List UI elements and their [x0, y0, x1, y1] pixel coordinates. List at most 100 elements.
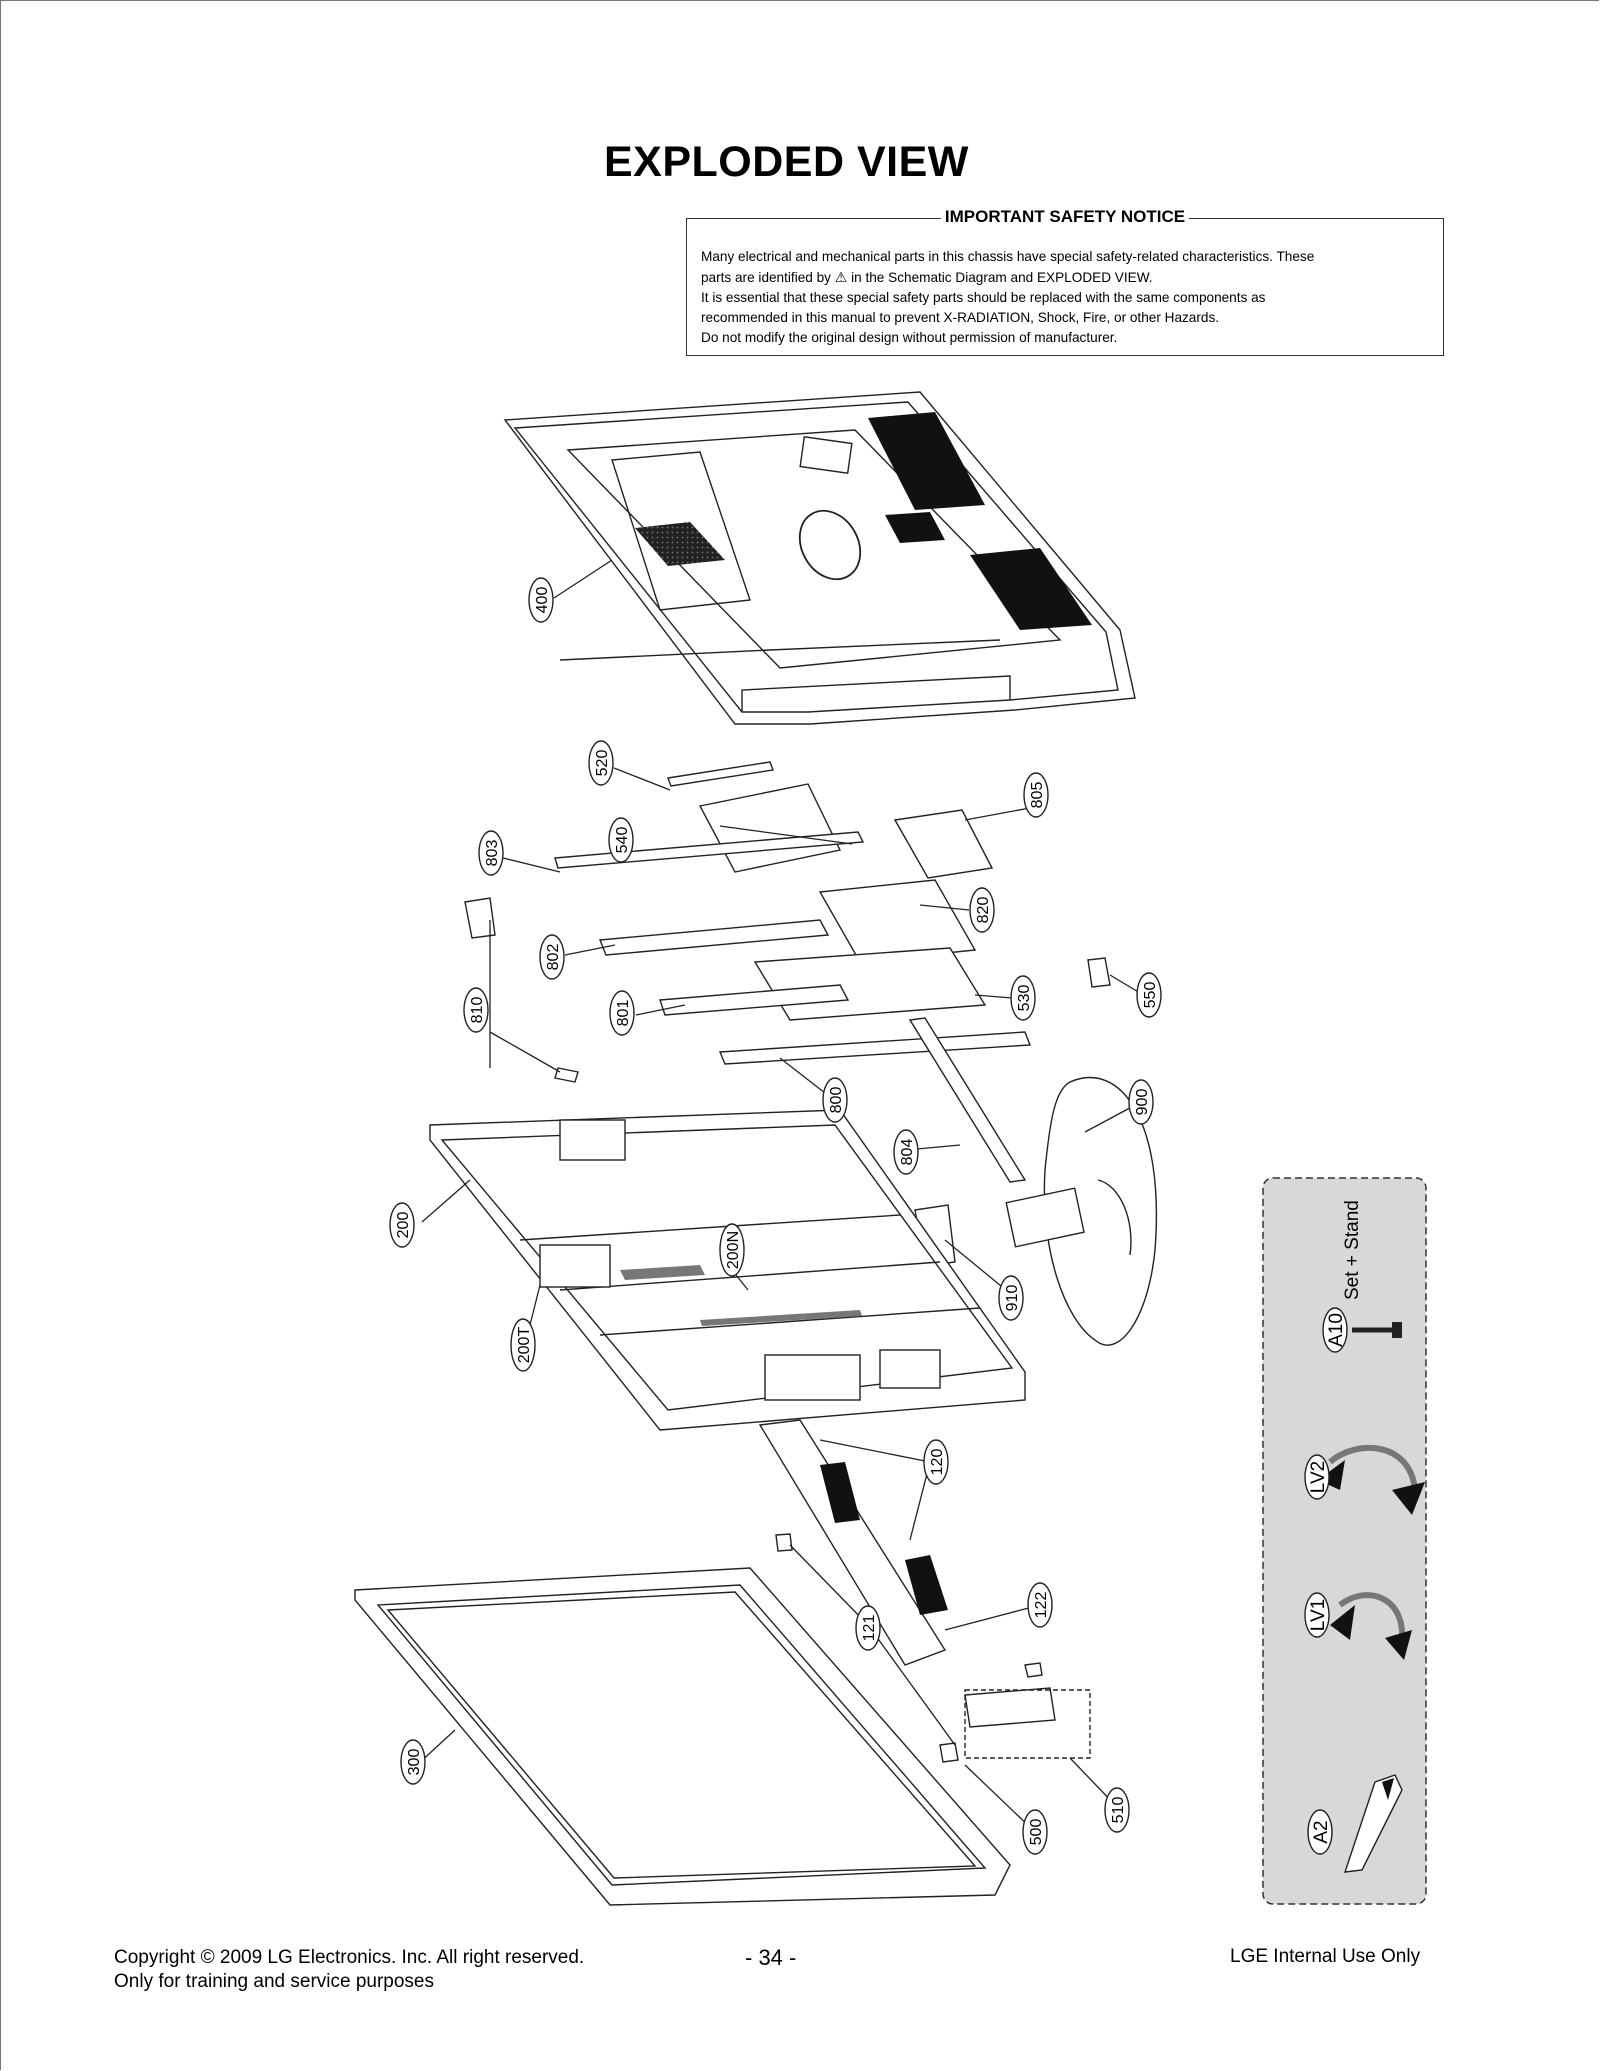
control-board-510-part	[964, 1687, 1056, 1728]
callout-200N: 200N	[719, 1223, 745, 1277]
page-number: - 34 -	[745, 1945, 797, 1970]
callout-520-label: 520	[594, 750, 611, 777]
callout-200-label: 200	[395, 1212, 412, 1239]
callout-200T: 200T	[510, 1318, 536, 1372]
connector-550-part	[1087, 957, 1111, 988]
shield-820-part	[818, 879, 977, 963]
callout-120: 120	[923, 1439, 949, 1485]
safety-notice-heading: IMPORTANT SAFETY NOTICE	[940, 207, 1190, 227]
front-cabinet-300-part	[354, 1567, 1011, 1906]
notice-line-5: Do not modify the original design withou…	[701, 330, 1118, 345]
callout-910: 910	[998, 1275, 1024, 1321]
notice-line-3: It is essential that these special safet…	[701, 290, 1266, 305]
warning-triangle-icon: ⚠	[834, 269, 848, 285]
callout-121: 121	[855, 1605, 881, 1651]
callout-122-label: 122	[1033, 1592, 1050, 1619]
detail-box-510	[964, 1689, 1091, 1759]
board-805-part	[893, 809, 994, 879]
callout-510-label: 510	[1110, 1797, 1127, 1824]
footer-training: Only for training and service purposes	[114, 1971, 434, 1992]
part-122-clip	[1024, 1662, 1043, 1678]
callout-820: 820	[969, 887, 995, 933]
frame-800-part	[718, 1031, 1031, 1065]
callout-400-label: 400	[534, 587, 551, 614]
lg-logo-emblem	[798, 509, 862, 581]
remote-a2-icon	[1343, 1774, 1403, 1873]
callout-801-label: 801	[615, 1000, 632, 1027]
callout-540: 540	[608, 817, 634, 863]
callout-500-label: 500	[1028, 1819, 1045, 1846]
power-board-530-part	[753, 947, 987, 1021]
callout-810-label: 810	[469, 997, 486, 1024]
callout-a2: A2	[1307, 1809, 1333, 1855]
callout-820-label: 820	[975, 897, 992, 924]
callout-900-label: 900	[1134, 1089, 1151, 1116]
callout-122: 122	[1027, 1582, 1053, 1628]
footer-copyright-block: Copyright © 2009 LG Electronics. Inc. Al…	[114, 1946, 584, 1994]
notice-line-2: parts are identified by ⚠ in the Schemat…	[701, 267, 1429, 288]
callout-802: 802	[539, 934, 565, 980]
stand-900-part	[1005, 1076, 1158, 1346]
callout-500: 500	[1022, 1809, 1048, 1855]
button-500-part	[939, 1742, 959, 1763]
bracket-810-top-part	[464, 897, 496, 939]
safety-notice-box: IMPORTANT SAFETY NOTICE Many electrical …	[686, 207, 1444, 356]
callout-a2-label: A2	[1311, 1820, 1332, 1843]
bracket-810-bottom-part	[554, 1067, 579, 1083]
callout-530: 530	[1010, 975, 1036, 1021]
page-title: EXPLODED VIEW	[604, 138, 969, 186]
frame-803-part	[554, 831, 865, 869]
callout-300-label: 300	[406, 1749, 423, 1776]
callout-121-label: 121	[861, 1615, 878, 1642]
callout-805: 805	[1023, 772, 1049, 818]
safety-notice-body: Many electrical and mechanical parts in …	[701, 247, 1429, 348]
callout-200T-label: 200T	[516, 1327, 533, 1364]
callout-540-label: 540	[614, 827, 631, 854]
callout-300: 300	[400, 1739, 426, 1785]
bracket-520-part	[667, 761, 774, 787]
callout-120-label: 120	[929, 1449, 946, 1476]
callout-lv2-label: LV2	[1308, 1461, 1329, 1493]
frame-802-part	[599, 919, 830, 956]
callout-510: 510	[1104, 1787, 1130, 1833]
set-stand-label: Set + Stand	[1342, 1200, 1363, 1300]
callout-803-label: 803	[484, 840, 501, 867]
callout-200N-label: 200N	[725, 1231, 742, 1269]
callout-900: 900	[1128, 1079, 1154, 1125]
callout-800: 800	[822, 1077, 848, 1123]
callout-lv2: LV2	[1304, 1454, 1330, 1500]
notice-line-2-pre: parts are identified by	[701, 270, 831, 285]
callout-400: 400	[528, 577, 554, 623]
notice-line-1: Many electrical and mechanical parts in …	[701, 249, 1315, 264]
notice-line-2-post: in the Schematic Diagram and EXPLODED VI…	[851, 270, 1153, 285]
callout-810: 810	[463, 987, 489, 1033]
callout-802-label: 802	[545, 944, 562, 971]
callout-804: 804	[893, 1129, 919, 1175]
callout-550: 550	[1136, 972, 1162, 1018]
callout-801: 801	[609, 990, 635, 1036]
callout-a10: A10	[1322, 1307, 1348, 1353]
callout-520: 520	[588, 740, 614, 786]
footer-internal: LGE Internal Use Only	[1230, 1946, 1421, 1967]
callout-910-label: 910	[1004, 1285, 1021, 1312]
callout-lv1: LV1	[1304, 1592, 1330, 1638]
callout-804-label: 804	[899, 1139, 916, 1166]
notice-line-4: recommended in this manual to prevent X-…	[701, 310, 1220, 325]
main-board-540-part	[698, 783, 842, 873]
speaker-assembly-120-part	[758, 1419, 948, 1666]
callout-530-label: 530	[1016, 985, 1033, 1012]
frame-804-part	[908, 1017, 1027, 1183]
callout-a10-label: A10	[1326, 1313, 1347, 1347]
accessory-panel: A10 Set + Stand LV2 LV1	[1262, 1177, 1427, 1905]
cable-lv1-icon	[1330, 1592, 1412, 1660]
bracket-121-part	[775, 1533, 793, 1552]
callout-800-label: 800	[828, 1087, 845, 1114]
screw-a10-icon	[1352, 1322, 1402, 1338]
callout-803: 803	[478, 830, 504, 876]
back-cover-part	[503, 391, 1136, 725]
callout-200: 200	[389, 1202, 415, 1248]
callout-550-label: 550	[1142, 982, 1159, 1009]
callout-lv1-label: LV1	[1308, 1599, 1329, 1631]
